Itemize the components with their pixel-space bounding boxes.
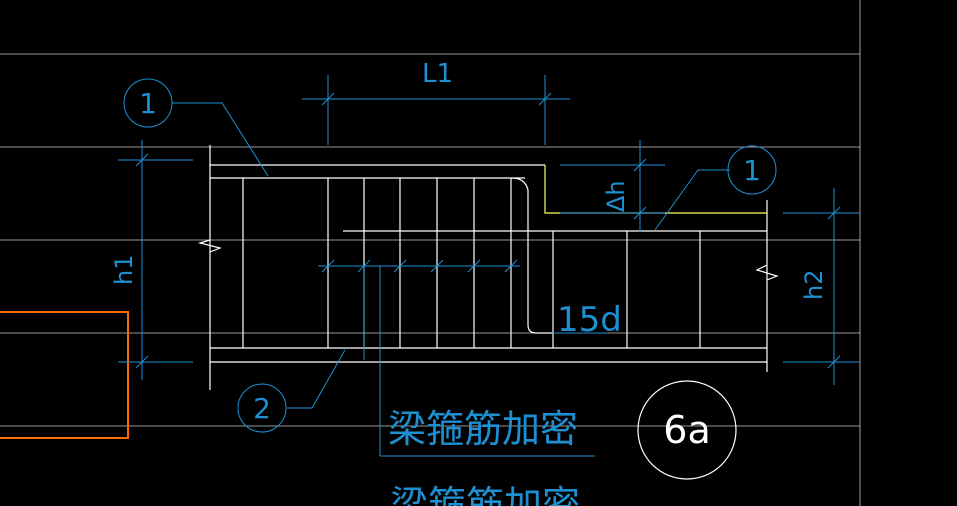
bent-rebar	[511, 177, 552, 334]
dim-spacing-tick	[467, 259, 481, 273]
dim-l1-tick	[538, 92, 552, 106]
callout-2-circle	[237, 383, 287, 433]
callout-1a-leader	[172, 102, 269, 177]
dim-h2-tick	[827, 355, 841, 369]
callout-1b-number: 1	[743, 154, 761, 187]
dim-dh-label: Δh	[602, 180, 630, 212]
dim-h1-label: h1	[110, 255, 138, 285]
callout-1a-circle	[123, 78, 173, 128]
dim-dh-tick	[633, 206, 647, 220]
detail-circle	[637, 380, 737, 480]
dim-l1-tick	[321, 92, 335, 106]
dim-h2-label: h2	[800, 270, 828, 300]
highlight-box	[0, 311, 129, 439]
note-stirrup-densification-1: 梁箍筋加密	[388, 407, 578, 451]
grid-lines	[0, 0, 861, 506]
break-mark-left	[197, 239, 222, 253]
callout-1b-circle	[727, 145, 777, 195]
dim-spacing-tick	[430, 259, 444, 273]
beam-section	[197, 145, 779, 390]
callout-2-leader	[287, 349, 346, 409]
callout-2-number: 2	[253, 392, 271, 425]
dim-spacing-tick	[504, 259, 518, 273]
dim-dh-tick	[633, 158, 647, 172]
detail-id-label: 6a	[663, 408, 710, 452]
dimensions	[118, 75, 860, 457]
beam-top-profile	[544, 165, 767, 214]
dim-spacing-tick	[321, 259, 335, 273]
text-labels: L1 h1 h2 Δh 15d 1 1 2 梁箍筋加密 梁箍筋加密 6a	[110, 59, 828, 506]
callout-1b-leader	[654, 169, 730, 231]
dim-h2-tick	[827, 206, 841, 220]
note-stirrup-densification-2: 梁箍筋加密	[390, 483, 580, 506]
dim-h1-tick	[135, 153, 149, 167]
dim-15d-label: 15d	[557, 300, 622, 340]
callout-1a-number: 1	[139, 87, 157, 120]
dim-h1-tick	[135, 355, 149, 369]
dim-spacing-tick	[393, 259, 407, 273]
dim-l1-label: L1	[422, 59, 453, 89]
